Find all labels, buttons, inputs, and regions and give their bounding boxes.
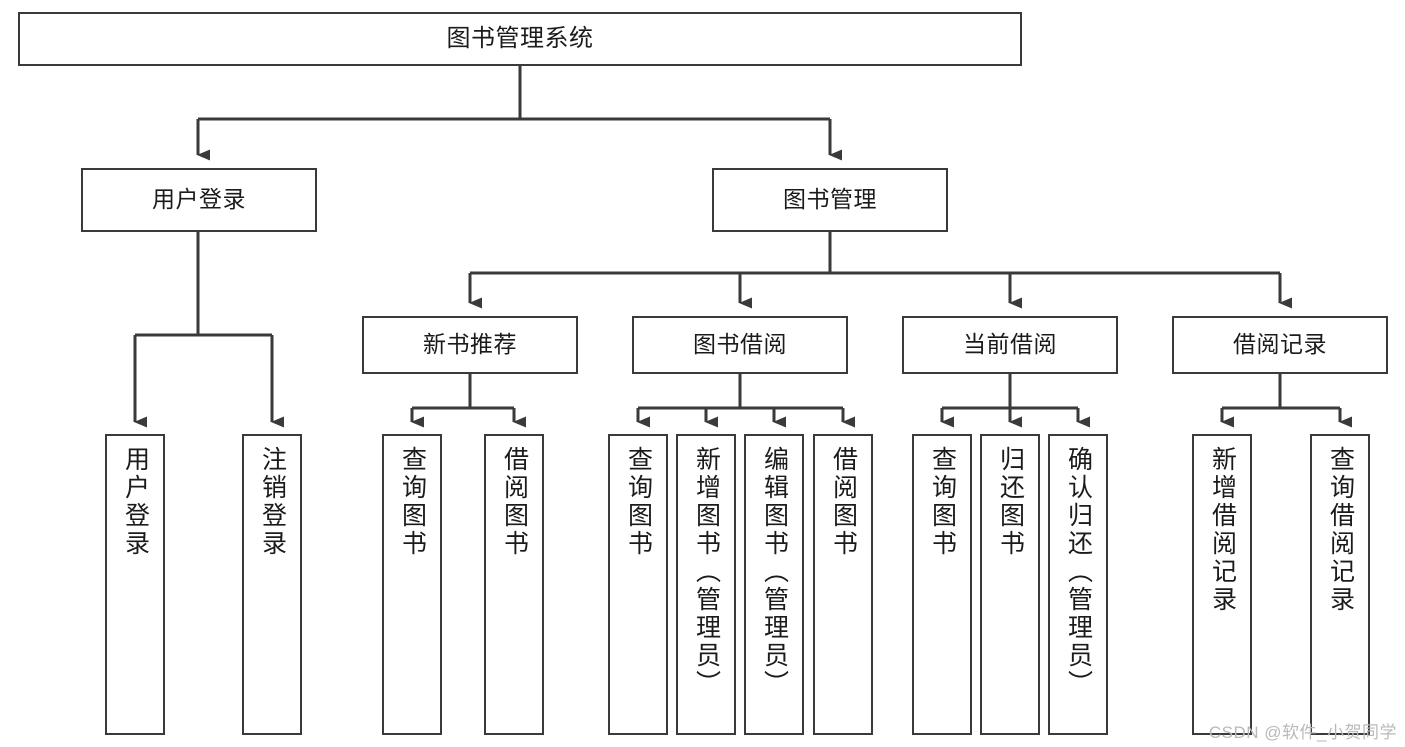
node-leaf-user-login-label: 用户登录 bbox=[121, 446, 150, 558]
node-current-borrow-label: 当前借阅 bbox=[963, 331, 1057, 358]
node-leaf-query-record[interactable]: 查询借阅记录 bbox=[1310, 434, 1370, 735]
node-leaf-query-book-1[interactable]: 查询图书 bbox=[382, 434, 442, 735]
node-leaf-add-record-label: 新增借阅记录 bbox=[1208, 446, 1237, 614]
node-leaf-borrow-book-1[interactable]: 借阅图书 bbox=[484, 434, 544, 735]
node-leaf-user-login[interactable]: 用户登录 bbox=[105, 434, 165, 735]
node-new-book-recommend-label: 新书推荐 bbox=[423, 331, 517, 358]
node-borrow-record[interactable]: 借阅记录 bbox=[1172, 316, 1388, 374]
node-leaf-query-record-label: 查询借阅记录 bbox=[1326, 446, 1355, 614]
node-leaf-borrow-book-2[interactable]: 借阅图书 bbox=[813, 434, 873, 735]
node-book-management-label: 图书管理 bbox=[783, 186, 877, 213]
node-leaf-add-record[interactable]: 新增借阅记录 bbox=[1192, 434, 1252, 735]
node-leaf-confirm-return-label: 确认归还（管理员） bbox=[1064, 446, 1093, 698]
node-leaf-borrow-book-1-label: 借阅图书 bbox=[500, 446, 529, 558]
node-leaf-query-book-3-label: 查询图书 bbox=[928, 446, 957, 558]
node-book-borrow[interactable]: 图书借阅 bbox=[632, 316, 848, 374]
node-current-borrow[interactable]: 当前借阅 bbox=[902, 316, 1118, 374]
node-leaf-query-book-2-label: 查询图书 bbox=[624, 446, 653, 558]
node-root-label: 图书管理系统 bbox=[446, 24, 594, 52]
node-leaf-query-book-3[interactable]: 查询图书 bbox=[912, 434, 972, 735]
node-leaf-return-book-label: 归还图书 bbox=[996, 446, 1025, 558]
node-leaf-confirm-return[interactable]: 确认归还（管理员） bbox=[1048, 434, 1108, 735]
node-book-borrow-label: 图书借阅 bbox=[693, 331, 787, 358]
node-book-management[interactable]: 图书管理 bbox=[712, 168, 948, 232]
node-leaf-logout-login[interactable]: 注销登录 bbox=[242, 434, 302, 735]
node-new-book-recommend[interactable]: 新书推荐 bbox=[362, 316, 578, 374]
node-leaf-return-book[interactable]: 归还图书 bbox=[980, 434, 1040, 735]
node-leaf-borrow-book-2-label: 借阅图书 bbox=[829, 446, 858, 558]
node-leaf-add-book[interactable]: 新增图书（管理员） bbox=[676, 434, 736, 735]
node-borrow-record-label: 借阅记录 bbox=[1233, 331, 1327, 358]
node-user-login[interactable]: 用户登录 bbox=[81, 168, 317, 232]
csdn-watermark: CSDN @软件_小贺同学 bbox=[1208, 723, 1397, 742]
node-leaf-edit-book-label: 编辑图书（管理员） bbox=[760, 446, 789, 698]
node-leaf-edit-book[interactable]: 编辑图书（管理员） bbox=[744, 434, 804, 735]
node-leaf-query-book-1-label: 查询图书 bbox=[398, 446, 427, 558]
node-leaf-query-book-2[interactable]: 查询图书 bbox=[608, 434, 668, 735]
node-leaf-logout-login-label: 注销登录 bbox=[258, 446, 287, 558]
node-root[interactable]: 图书管理系统 bbox=[18, 12, 1022, 66]
node-user-login-label: 用户登录 bbox=[152, 186, 246, 213]
node-leaf-add-book-label: 新增图书（管理员） bbox=[692, 446, 721, 698]
